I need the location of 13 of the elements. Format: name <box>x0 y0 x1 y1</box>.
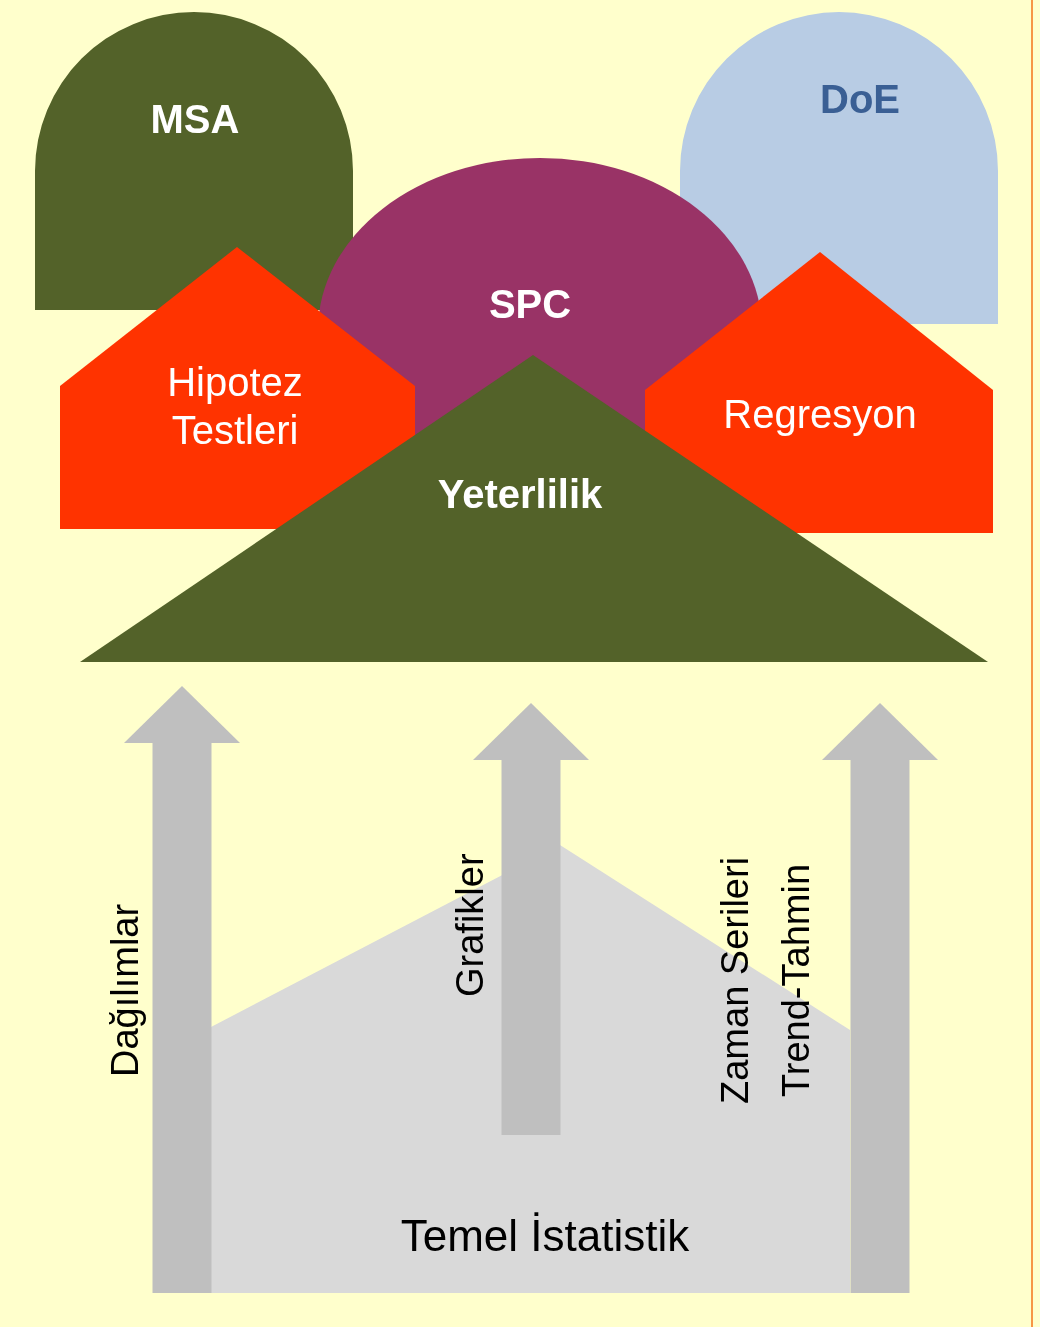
edge-label: Dağılımlar <box>103 902 147 1079</box>
node-label: SPC <box>487 281 573 328</box>
node-label: Regresyon <box>722 391 918 438</box>
node-label: Hipotez Testleri <box>166 359 304 454</box>
block-arrow <box>473 703 589 1135</box>
node-label: MSA <box>149 96 241 143</box>
node-label: DoE <box>819 76 901 123</box>
block-arrow <box>822 703 938 1293</box>
node-label: Temel İstatistik <box>399 1210 691 1262</box>
edge-label: Grafikler <box>448 852 492 999</box>
edge-label: Zaman Serileri Trend-Tahmin <box>713 855 818 1106</box>
block-arrow <box>124 686 240 1293</box>
node-label: Yeterlilik <box>436 471 604 518</box>
